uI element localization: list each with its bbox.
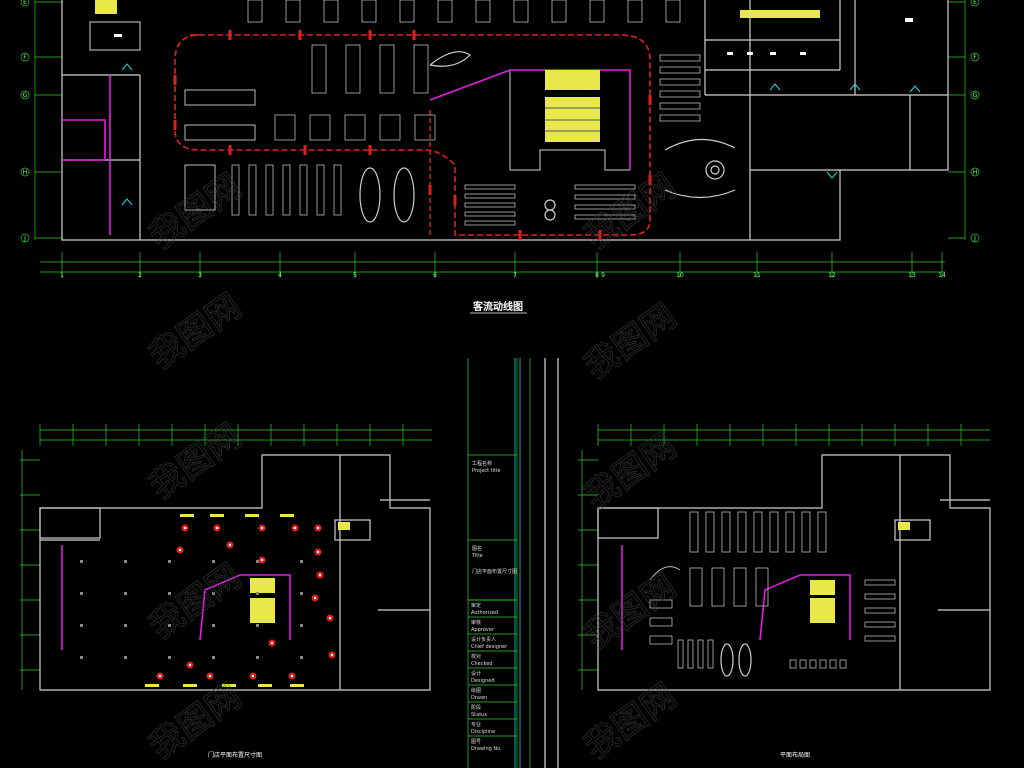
row-axis-label: G bbox=[973, 92, 978, 99]
column-axis-label: 11 bbox=[753, 272, 761, 279]
title-block-row-en: Authorized bbox=[471, 610, 498, 616]
title-block-title-en: Title bbox=[471, 553, 483, 559]
watermark-1: 我图网 bbox=[142, 166, 248, 257]
column-axis-label: 1 bbox=[60, 272, 64, 279]
watermark-7: 我图网 bbox=[142, 556, 248, 647]
title-block-row-en: Status bbox=[471, 712, 487, 718]
column-axis-label: 14 bbox=[938, 272, 946, 279]
title-block-row-cn: 设计负责人 bbox=[471, 636, 496, 643]
column-axis-label: 4 bbox=[278, 272, 282, 279]
title-block-row-cn: 设计 bbox=[471, 670, 481, 677]
row-axis-label: E bbox=[23, 0, 27, 6]
title-block-row-en: Discipline bbox=[471, 729, 495, 735]
row-axis-label: H bbox=[23, 169, 28, 176]
column-axis-label: 13 bbox=[908, 272, 916, 279]
title-block-row-cn: 图号 bbox=[471, 739, 481, 745]
title-block-row-en: Approver bbox=[471, 627, 495, 633]
column-axis-label: 8 bbox=[595, 272, 599, 279]
watermark-4: 我图网 bbox=[577, 296, 683, 387]
row-axis-label: J bbox=[23, 235, 26, 242]
row-axis-label: E bbox=[973, 0, 977, 6]
row-axis-label: F bbox=[23, 54, 27, 61]
title-block-drawing-name: 门店平面布置尺寸图 bbox=[472, 568, 517, 575]
title-block-row-en: Chief designer bbox=[471, 644, 508, 650]
title-block-row-en: Drawn bbox=[471, 695, 487, 701]
title-block-row-en: Checked bbox=[471, 661, 492, 667]
column-axis-label: 9 bbox=[601, 272, 605, 279]
bottom-left-plan-caption: 门店平面布置尺寸图 bbox=[208, 751, 262, 759]
bottom-right-plan-caption: 平面布局图 bbox=[780, 751, 810, 759]
row-axis-label: G bbox=[23, 92, 28, 99]
title-block-row-cn: 审核 bbox=[471, 619, 481, 626]
title-block-row-cn: 专业 bbox=[471, 721, 481, 728]
watermark-2: 我图网 bbox=[577, 166, 683, 257]
title-block-row-cn: 校对 bbox=[471, 653, 481, 660]
watermarks: 我图网 我图网 我图网 我图网 我图网 我图网 我图网 我图网 我图网 我图网 bbox=[142, 166, 684, 768]
row-axis-label: H bbox=[973, 169, 978, 176]
title-block-project-cn: 工程名称 bbox=[472, 460, 492, 467]
column-axis-label: 5 bbox=[353, 272, 357, 279]
column-axis-label: 12 bbox=[828, 272, 836, 279]
title-block-row-cn: 绘图 bbox=[471, 687, 481, 694]
row-axis-label: J bbox=[973, 235, 976, 242]
title-block-project-en: Project title bbox=[472, 468, 500, 474]
top-plan-title: 客流动线图 bbox=[472, 300, 523, 313]
bottom-left-floor-plan: 门店平面布置尺寸图 bbox=[20, 424, 432, 759]
title-block-row-cn: 审定 bbox=[471, 602, 481, 609]
title-block-row-en: Drawing No. bbox=[471, 746, 502, 752]
column-axis-label: 10 bbox=[676, 272, 684, 279]
title-block-row-cn: 阶段 bbox=[471, 704, 481, 711]
row-axis-label: F bbox=[973, 54, 977, 61]
watermark-3: 我图网 bbox=[142, 286, 248, 377]
column-axis-label: 6 bbox=[433, 272, 437, 279]
bottom-right-floor-plan: 平面布局图 bbox=[578, 424, 991, 759]
column-axis-label: 2 bbox=[138, 272, 142, 279]
title-block-row-en: Designed bbox=[471, 678, 495, 684]
column-axis-label: 3 bbox=[198, 272, 202, 279]
title-block-title-cn: 图名 bbox=[472, 545, 482, 552]
column-axis-label: 7 bbox=[513, 272, 517, 279]
